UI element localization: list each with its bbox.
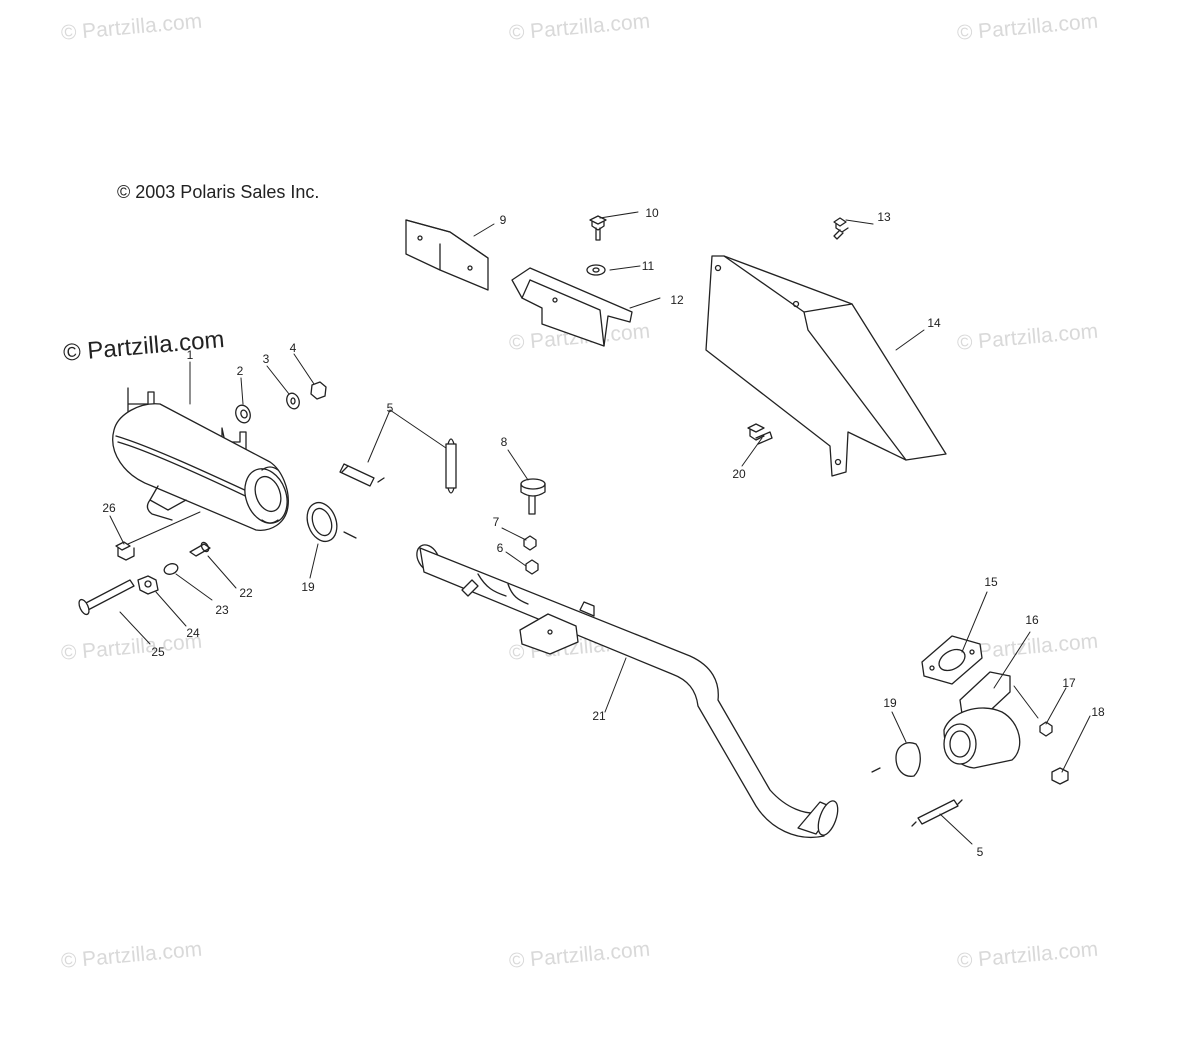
callout-3: 3 xyxy=(262,352,270,366)
manifold-flange-assembly xyxy=(871,635,1069,785)
callout-17: 17 xyxy=(1062,676,1076,690)
muffler xyxy=(112,387,289,531)
copyright-notice: © 2003 Polaris Sales Inc. xyxy=(117,182,320,202)
stud-and-nuts xyxy=(520,478,546,575)
callout-13: 13 xyxy=(877,210,891,224)
callout-1: 1 xyxy=(186,348,194,362)
heat-shield-bracket xyxy=(511,267,633,347)
callout-16: 16 xyxy=(1025,613,1039,627)
callout-20: 20 xyxy=(732,467,746,481)
callout-7: 7 xyxy=(492,515,500,529)
callout-24: 24 xyxy=(186,626,200,640)
callout-14: 14 xyxy=(927,316,941,330)
callout-2: 2 xyxy=(236,364,244,378)
callout-19: 19 xyxy=(301,580,315,594)
bolt-and-washer xyxy=(586,215,607,276)
heat-shield xyxy=(705,217,947,477)
callout-26: 26 xyxy=(102,501,116,515)
callout-12: 12 xyxy=(670,293,684,307)
callout-4: 4 xyxy=(289,341,297,355)
upper-bracket xyxy=(405,219,489,291)
leader-lines xyxy=(109,211,1091,845)
callout-21: 21 xyxy=(592,709,606,723)
callout-5: 5 xyxy=(386,401,394,415)
muffler-bottom-hardware xyxy=(78,541,211,616)
muffler-mount-hardware xyxy=(235,381,327,424)
callout-5-b: 5 xyxy=(976,845,984,859)
callout-9: 9 xyxy=(499,213,507,227)
callout-22: 22 xyxy=(239,586,253,600)
callout-10: 10 xyxy=(645,206,659,220)
head-pipe xyxy=(416,544,839,838)
callout-6: 6 xyxy=(496,541,504,555)
exhaust-gasket-ring xyxy=(306,501,357,543)
callout-8: 8 xyxy=(500,435,508,449)
callout-25: 25 xyxy=(151,645,165,659)
callout-15: 15 xyxy=(984,575,998,589)
callout-18: 18 xyxy=(1091,705,1105,719)
callout-23: 23 xyxy=(215,603,229,617)
callout-11: 11 xyxy=(641,259,655,273)
exhaust-springs xyxy=(339,438,963,827)
callout-19-b: 19 xyxy=(883,696,897,710)
